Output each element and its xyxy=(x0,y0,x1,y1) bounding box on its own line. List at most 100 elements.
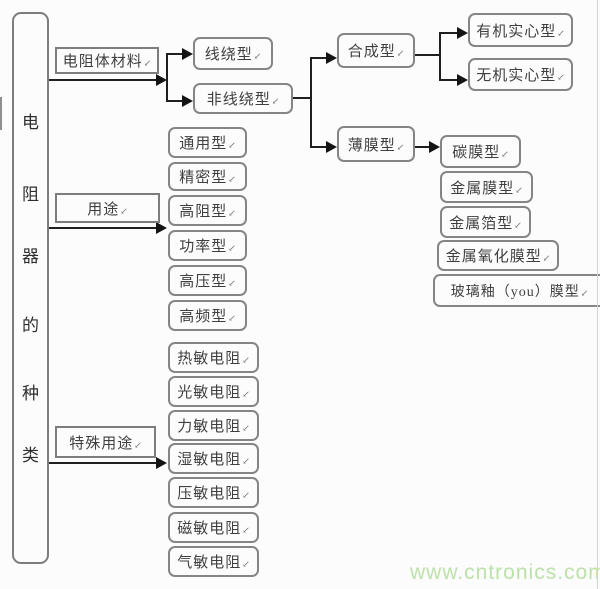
connector-nonwirewound-trunk xyxy=(293,97,312,99)
node-force-sensitive: 力敏电阻↙ xyxy=(168,410,259,441)
node-label: 高阻型 xyxy=(179,204,228,220)
node-label: 金属箔型 xyxy=(449,215,514,232)
node-label: 磁敏电阻 xyxy=(177,521,242,537)
node-label: 压敏电阻 xyxy=(177,486,242,502)
paragraph-mark-icon: ↙ xyxy=(580,288,589,298)
node-humidity-sensitive: 湿敏电阻↙ xyxy=(168,443,259,474)
node-label: 碳膜型 xyxy=(452,145,501,161)
paragraph-mark-icon: ↙ xyxy=(253,51,262,61)
connector-to-organic xyxy=(439,32,457,34)
node-non-wirewound: 非线绕型↙ xyxy=(193,83,293,114)
watermark-text: www.cntronics.com xyxy=(410,561,600,584)
node-label: 金属膜型 xyxy=(450,180,515,197)
paragraph-mark-icon: ↙ xyxy=(271,96,280,106)
node-precision: 精密型↙ xyxy=(168,162,247,191)
arrowhead-icon xyxy=(326,141,337,153)
connector-composite-split xyxy=(439,32,441,81)
node-label: 无机实心型 xyxy=(476,68,557,84)
node-magnetic-sensitive: 磁敏电阻↙ xyxy=(168,512,259,543)
root-char-2: 阻 xyxy=(22,185,39,204)
node-wirewound: 线绕型↙ xyxy=(193,37,273,70)
paragraph-mark-icon: ↙ xyxy=(228,174,236,184)
node-high-resistance: 高阻型↙ xyxy=(168,195,247,226)
paragraph-mark-icon: ↙ xyxy=(396,141,405,152)
connector-composite-trunk xyxy=(415,54,441,56)
node-label: 合成型 xyxy=(347,44,396,60)
paragraph-mark-icon: ↙ xyxy=(242,355,250,365)
node-glass-glaze-film: 玻璃釉（you）膜型↙ xyxy=(433,274,600,307)
node-usage: 用途↙ xyxy=(55,193,160,223)
node-photoresistor: 光敏电阻↙ xyxy=(168,376,259,407)
node-label: 力敏电阻 xyxy=(177,419,242,435)
connector-to-non-wirewound xyxy=(166,100,183,102)
connector-to-carbon-film xyxy=(415,146,429,148)
connector-usage-trunk xyxy=(49,227,157,229)
node-label: 精密型 xyxy=(179,170,228,186)
scan-artifact-left-edge xyxy=(0,97,2,130)
node-label: 湿敏电阻 xyxy=(177,452,242,468)
paragraph-mark-icon: ↙ xyxy=(242,389,250,399)
arrowhead-icon xyxy=(156,74,167,86)
connector-to-composite xyxy=(310,57,327,59)
arrowhead-icon xyxy=(182,95,193,107)
paragraph-mark-icon: ↙ xyxy=(242,423,250,433)
node-label: 线绕型 xyxy=(204,47,253,63)
root-char-1: 电 xyxy=(22,113,39,132)
node-metal-foil: 金属箔型↙ xyxy=(440,206,531,238)
scan-artifact-right-edge xyxy=(597,0,598,589)
node-label: 通用型 xyxy=(179,136,228,152)
connector-special-trunk xyxy=(49,462,157,464)
paragraph-mark-icon: ↙ xyxy=(514,219,522,230)
root-char-3: 器 xyxy=(22,247,39,266)
paragraph-mark-icon: ↙ xyxy=(120,205,128,216)
arrowhead-icon xyxy=(429,141,440,153)
node-metal-oxide-film: 金属氧化膜型↙ xyxy=(437,240,559,271)
node-resistor-material: 电阻体材料↙ xyxy=(55,47,159,74)
node-label: 薄膜型 xyxy=(347,137,396,154)
paragraph-mark-icon: ↙ xyxy=(396,48,405,58)
paragraph-mark-icon: ↙ xyxy=(242,490,250,500)
root-char-6: 类 xyxy=(22,446,39,465)
node-label: 玻璃釉（you）膜型 xyxy=(450,284,580,300)
root-node-resistor-types xyxy=(12,12,49,564)
root-char-5: 种 xyxy=(22,384,39,403)
node-high-voltage: 高压型↙ xyxy=(168,265,247,296)
node-inorganic-solid: 无机实心型↙ xyxy=(468,58,573,91)
node-thermistor: 热敏电阻↙ xyxy=(168,342,259,373)
paragraph-mark-icon: ↙ xyxy=(501,149,509,159)
node-label: 有机实心型 xyxy=(476,23,557,40)
node-label: 高压型 xyxy=(179,274,228,290)
paragraph-mark-icon: ↙ xyxy=(242,525,250,535)
paragraph-mark-icon: ↙ xyxy=(228,278,236,288)
node-composite: 合成型↙ xyxy=(337,33,415,68)
paragraph-mark-icon: ↙ xyxy=(557,27,565,38)
paragraph-mark-icon: ↙ xyxy=(557,72,565,82)
root-char-4: 的 xyxy=(22,316,39,335)
paragraph-mark-icon: ↙ xyxy=(242,456,250,466)
paragraph-mark-icon: ↙ xyxy=(542,253,551,263)
paragraph-mark-icon: ↙ xyxy=(515,184,523,195)
arrowhead-icon xyxy=(182,48,193,60)
arrowhead-icon xyxy=(156,457,167,469)
arrowhead-icon xyxy=(457,74,468,86)
node-label: 非线绕型 xyxy=(206,92,271,108)
paragraph-mark-icon: ↙ xyxy=(228,243,236,253)
paragraph-mark-icon: ↙ xyxy=(134,439,142,450)
node-high-frequency: 高频型↙ xyxy=(168,300,247,331)
connector-material-split xyxy=(166,53,168,102)
node-label: 功率型 xyxy=(179,239,228,255)
node-label: 电阻体材料 xyxy=(62,54,143,70)
paragraph-mark-icon: ↙ xyxy=(242,559,250,569)
node-label: 用途 xyxy=(87,201,120,218)
node-label: 光敏电阻 xyxy=(177,385,242,401)
arrowhead-icon xyxy=(326,52,337,64)
arrowhead-icon xyxy=(457,27,468,39)
connector-to-inorganic xyxy=(439,79,457,81)
node-label: 热敏电阻 xyxy=(177,351,242,367)
node-voltage-sensitive: 压敏电阻↙ xyxy=(168,477,259,508)
node-thin-film: 薄膜型↙ xyxy=(337,126,415,162)
node-metal-film: 金属膜型↙ xyxy=(440,171,533,203)
connector-nonwirewound-split xyxy=(310,57,312,148)
node-carbon-film: 碳膜型↙ xyxy=(440,135,521,168)
